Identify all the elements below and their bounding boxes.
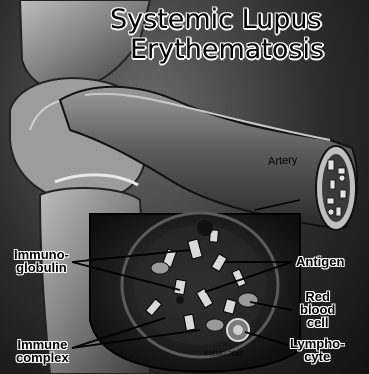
lymphocyte-label-line-2: cyte bbox=[290, 350, 344, 363]
red-blood-cell-label: Red blood cell bbox=[300, 290, 335, 329]
rbc-label-line-3: cell bbox=[300, 316, 335, 329]
immune-complex-label: Immune complex bbox=[16, 338, 69, 364]
copyright-text: ©MMG 2000 bbox=[203, 351, 243, 358]
immunoglobulin-label-line-2: globulin bbox=[14, 261, 69, 274]
title-line-2: Erythematosis bbox=[130, 34, 324, 65]
immune-complex-label-line-2: complex bbox=[16, 351, 69, 364]
lymphocyte-label: Lympho- cyte bbox=[290, 337, 344, 363]
title-line-1: Systemic Lupus bbox=[110, 4, 322, 35]
immunoglobulin-label: Immuno- globulin bbox=[14, 248, 69, 274]
artery-label: Artery bbox=[268, 154, 298, 168]
antigen-label: Antigen bbox=[296, 255, 344, 268]
